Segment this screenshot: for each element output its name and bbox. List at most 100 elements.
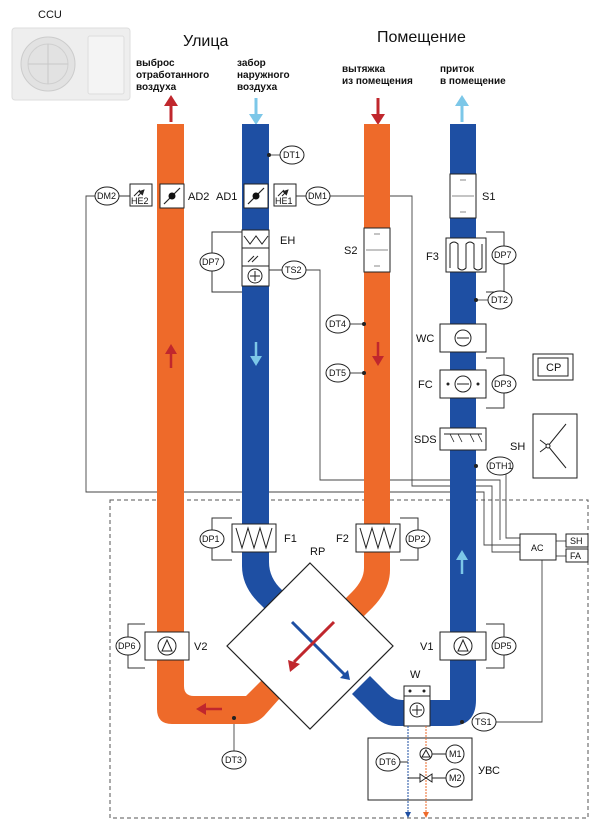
ahu-enclosure xyxy=(109,499,589,819)
ac-label: AC xyxy=(531,543,544,553)
exhaust-out-label-2: отработанного xyxy=(136,69,209,81)
exhaust-out-label-3: воздуха xyxy=(136,82,177,93)
s1-label: S1 xyxy=(482,191,495,203)
dt5-sensor xyxy=(325,363,366,383)
fresh-in-label-2: наружного xyxy=(237,70,290,81)
dth1-label: DTH1 xyxy=(489,461,513,471)
f3-label: F3 xyxy=(426,251,439,263)
sds-label: SDS xyxy=(414,434,437,446)
dp3-label: DP3 xyxy=(494,379,512,389)
s2-label: S2 xyxy=(344,245,357,257)
rp-label: RP xyxy=(310,546,325,558)
dt2-label: DT2 xyxy=(491,295,508,305)
cp-label: CP xyxy=(546,362,561,374)
dm2-label: DM2 xyxy=(97,191,116,201)
supply-label-1: приток xyxy=(440,64,475,75)
f1-label: F1 xyxy=(284,533,297,545)
dt1-label: DT1 xyxy=(283,150,300,160)
he1-heater xyxy=(273,183,297,207)
f3-filter xyxy=(445,237,487,273)
fresh-in-label-1: забор xyxy=(237,57,266,69)
top-flow-arrows xyxy=(164,95,469,125)
he2-heater xyxy=(129,183,153,207)
ac-controller xyxy=(519,533,557,561)
w-water-heater xyxy=(403,685,431,727)
dt6-label: DT6 xyxy=(379,757,396,767)
dm2-sensor xyxy=(94,186,130,206)
dp7-right-label: DP7 xyxy=(494,250,512,260)
dp2-sensor xyxy=(400,517,431,561)
ts2-label: TS2 xyxy=(285,265,302,275)
ts1-sensor xyxy=(460,712,497,732)
dm1-label: DM1 xyxy=(308,191,327,201)
v1-fan xyxy=(439,631,487,661)
extract-label-1: вытяжка xyxy=(342,64,386,75)
s2-silencer xyxy=(363,227,391,273)
dt3-label: DT3 xyxy=(225,755,242,765)
sh-terminal-box xyxy=(565,533,589,548)
w-label: W xyxy=(410,669,421,681)
f2-filter xyxy=(355,523,401,553)
dp6-sensor xyxy=(115,623,145,669)
fa-terminal-label: FA xyxy=(570,551,581,561)
m1-label: M1 xyxy=(449,749,462,759)
dt5-label: DT5 xyxy=(329,368,346,378)
v2-label: V2 xyxy=(194,641,207,653)
sh-box-label: SH xyxy=(510,441,525,453)
dp1-label: DP1 xyxy=(202,534,220,544)
cp-panel xyxy=(532,353,574,381)
sh-unit xyxy=(532,413,578,479)
ts2-sensor xyxy=(269,260,307,280)
sh-terminal-label: SH xyxy=(570,536,583,546)
v2-fan xyxy=(144,631,190,661)
duct-flow-arrows xyxy=(165,342,468,715)
fc-label: FC xyxy=(418,379,433,391)
dp7-left-sensor xyxy=(199,231,242,293)
uvs-mixing-unit xyxy=(367,726,473,818)
he2-label: HE2 xyxy=(131,196,149,206)
dt2-sensor xyxy=(474,290,513,310)
extract-label-2: из помещения xyxy=(342,76,413,87)
wc-cooler xyxy=(439,323,487,353)
eh-electric-heater xyxy=(241,229,270,287)
ts1-label: TS1 xyxy=(475,717,492,727)
dp5-sensor xyxy=(486,623,517,669)
ccu-unit xyxy=(11,27,131,101)
exhaust-out-label-1: выброс xyxy=(136,57,175,69)
dt4-sensor xyxy=(325,314,366,334)
f1-filter xyxy=(231,523,277,553)
dp3-sensor xyxy=(486,357,517,409)
dp2-label: DP2 xyxy=(408,534,426,544)
sds-humidifier xyxy=(439,427,487,451)
dt3-sensor xyxy=(221,716,247,770)
wc-label: WC xyxy=(416,333,434,345)
dp5-label: DP5 xyxy=(494,641,512,651)
fa-terminal-box xyxy=(565,548,589,563)
he1-label: HE1 xyxy=(275,196,293,206)
dp7-left-label: DP7 xyxy=(202,257,220,267)
ad1-damper xyxy=(243,183,269,209)
s1-silencer xyxy=(449,173,477,219)
uvs-label: УВС xyxy=(478,765,500,777)
ccu-label: CCU xyxy=(38,9,62,21)
dm1-sensor xyxy=(296,186,331,206)
dp7-right-sensor xyxy=(486,231,517,293)
m2-label: M2 xyxy=(449,773,462,783)
stream-labels: выброс отработанного воздуха забор наруж… xyxy=(136,57,506,93)
fresh-in-label-3: воздуха xyxy=(237,82,278,93)
ad1-label: AD1 xyxy=(216,191,237,203)
dt1-sensor xyxy=(267,145,305,165)
street-title: Улица xyxy=(183,33,229,50)
dp1-sensor xyxy=(199,517,232,561)
eh-label: EH xyxy=(280,235,295,247)
supply-label-2: в помещение xyxy=(440,76,506,87)
ad2-label: AD2 xyxy=(188,191,209,203)
dth1-sensor xyxy=(474,456,514,476)
fc-fan-coil xyxy=(439,369,487,399)
f2-label: F2 xyxy=(336,533,349,545)
v1-label: V1 xyxy=(420,641,433,653)
ad2-damper xyxy=(159,183,185,209)
room-title: Помещение xyxy=(377,29,466,46)
dp6-label: DP6 xyxy=(118,641,136,651)
